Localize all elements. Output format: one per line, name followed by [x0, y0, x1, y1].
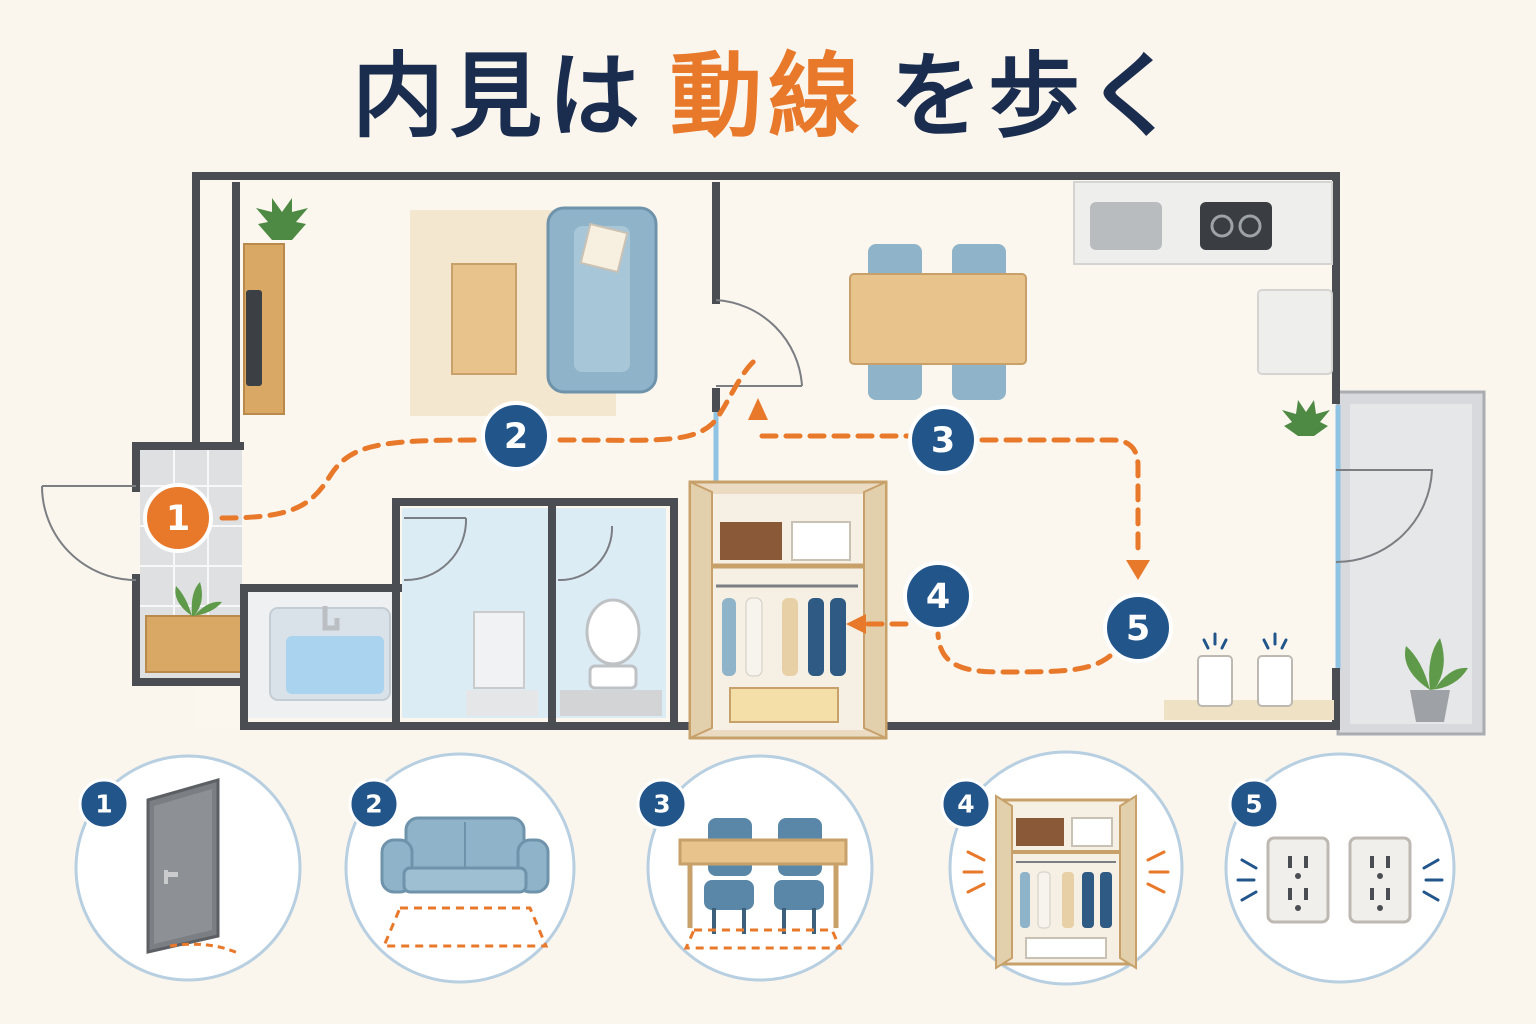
detail-step-badge-4-circle	[940, 778, 992, 830]
plan-badges: 1 2 3 4 5	[143, 401, 1173, 663]
plant-icon	[256, 198, 308, 240]
detail-door	[74, 754, 302, 982]
living-room	[243, 198, 803, 416]
plan-step-badge-3: 3	[908, 405, 978, 475]
title-highlight: 動線	[669, 43, 866, 150]
detail-step-badge-4: 4	[940, 778, 992, 830]
page-title: 内見は動線を歩く	[0, 46, 1536, 147]
detail-outlets	[1224, 752, 1456, 984]
detail-dining	[646, 754, 874, 982]
detail-step-badge-1-number: 1	[95, 790, 112, 819]
detail-step-badge-1: 1	[78, 778, 130, 830]
plant-icon	[1282, 400, 1330, 436]
sofa-icon	[380, 816, 550, 948]
closet	[688, 480, 888, 740]
plan-step-badge-5: 5	[1103, 593, 1173, 663]
title-part-2: を歩く	[890, 43, 1185, 150]
plan-step-badge-4-circle	[903, 561, 973, 631]
plan-step-badge-1-number: 1	[166, 499, 190, 539]
door-icon	[146, 778, 241, 956]
detail-step-badge-5-number: 5	[1245, 790, 1262, 819]
floor-plan	[41, 172, 1486, 740]
detail-step-badge-2: 2	[348, 778, 400, 830]
sofa	[546, 206, 658, 394]
detail-step-badge-3-number: 3	[653, 790, 670, 819]
detail-step-badge-2-number: 2	[365, 790, 382, 819]
entrance-genkan	[140, 446, 243, 686]
dining-kitchen	[849, 181, 1468, 722]
plan-step-badge-4: 4	[903, 561, 973, 631]
plan-step-badge-3-circle	[908, 405, 978, 475]
plan-step-badge-3-number: 3	[931, 421, 955, 461]
detail-step-badge-5: 5	[1228, 778, 1280, 830]
balcony	[1335, 390, 1486, 736]
plan-step-badge-2: 2	[481, 401, 551, 471]
plan-step-badge-5-number: 5	[1126, 609, 1150, 649]
detail-closet	[948, 750, 1184, 986]
plan-step-badge-2-circle	[481, 401, 551, 471]
detail-sofa	[344, 752, 576, 984]
detail-step-badge-1-circle	[78, 778, 130, 830]
plan-step-badge-1-circle	[143, 483, 213, 553]
outlets-plan	[1197, 632, 1293, 707]
detail-step-badge-3: 3	[636, 778, 688, 830]
detail-step-badge-5-circle	[1228, 778, 1280, 830]
detail-step-badge-2-circle	[348, 778, 400, 830]
plan-step-badge-5-circle	[1103, 593, 1173, 663]
toilet-icon	[585, 598, 641, 666]
detail-step-badge-3-circle	[636, 778, 688, 830]
plant-icon	[1405, 638, 1468, 690]
plant-icon	[175, 582, 222, 616]
title-part-1: 内見は	[351, 43, 646, 150]
outlet-icon	[1236, 836, 1444, 924]
detail-step-badge-4-number: 4	[957, 790, 974, 819]
walk-route	[219, 355, 1141, 675]
walls	[132, 172, 1340, 730]
bathroom	[248, 508, 666, 718]
detail-circles: 1 2 3 4 5	[74, 750, 1456, 986]
plan-step-badge-1: 1	[143, 483, 213, 553]
dining-table-icon	[678, 818, 848, 950]
plan-step-badge-2-number: 2	[504, 417, 528, 457]
plan-step-badge-4-number: 4	[926, 577, 950, 617]
entry-door	[41, 485, 137, 581]
closet-icon	[962, 794, 1170, 970]
route-arrows	[748, 398, 1150, 634]
